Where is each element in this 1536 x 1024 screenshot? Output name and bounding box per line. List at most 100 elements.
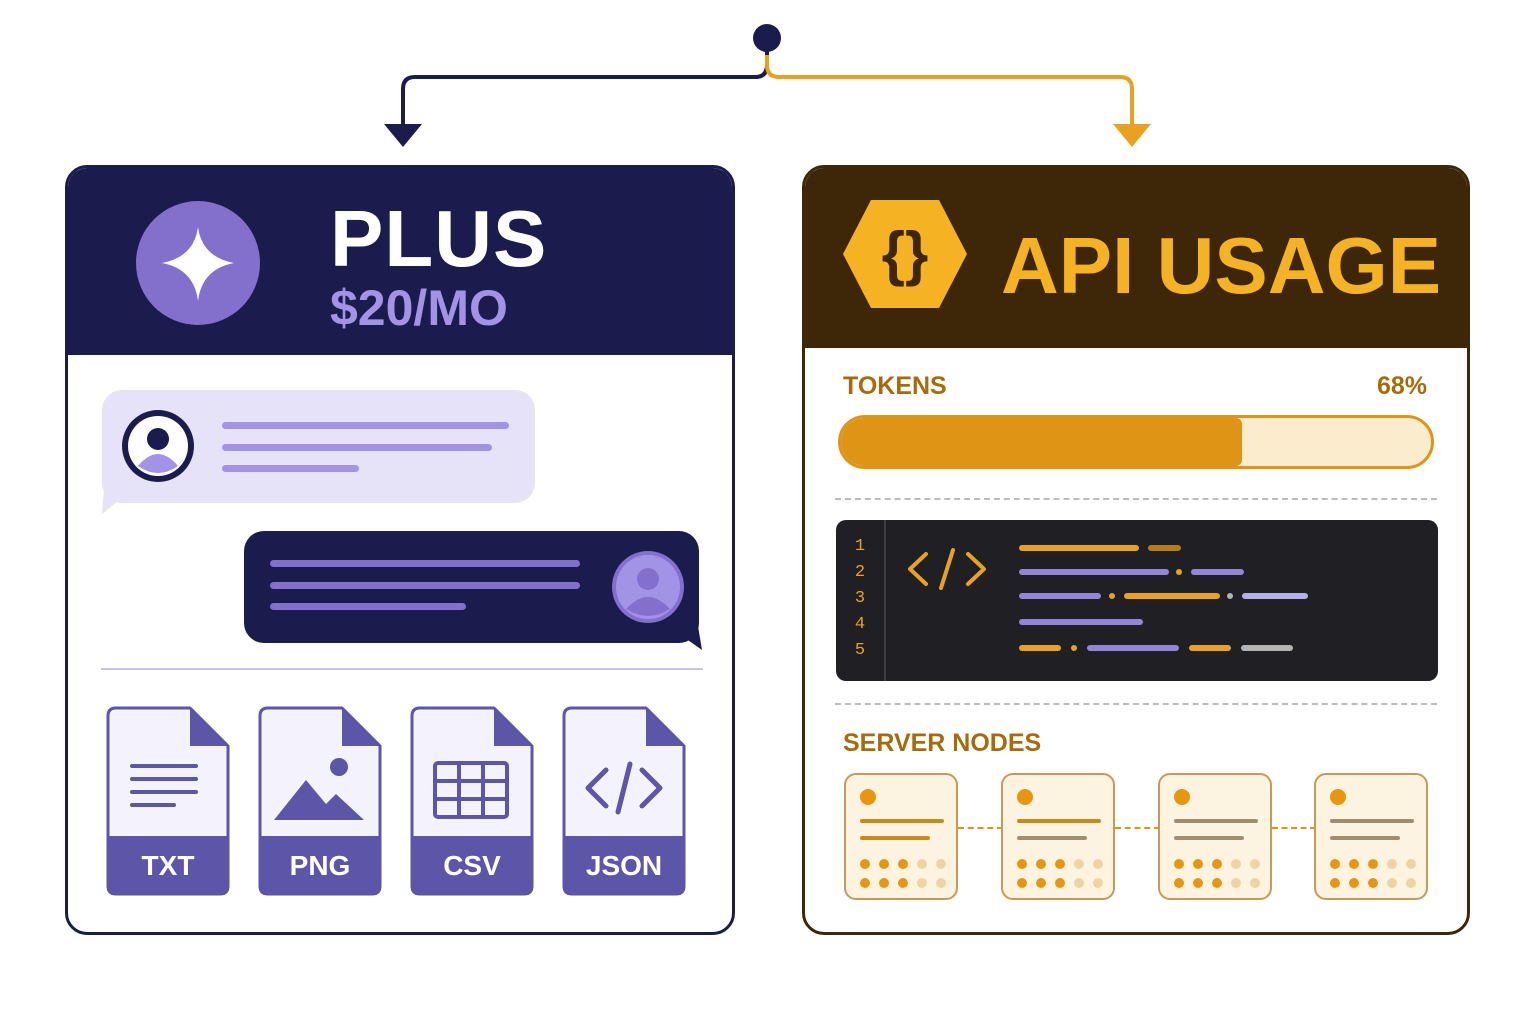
node-indicator-dot (1406, 859, 1416, 869)
plus-plan-card: PLUS $20/MO (65, 165, 735, 935)
node-indicator-dot (1074, 859, 1084, 869)
code-token (1176, 569, 1182, 575)
node-link (1115, 827, 1160, 829)
message-line (222, 422, 509, 429)
node-indicator-dot (1250, 859, 1260, 869)
node-indicator-dot (1055, 878, 1065, 888)
node-indicator-dot (1017, 878, 1027, 888)
node-indicator-dot (1231, 878, 1241, 888)
node-indicator-dot (1036, 878, 1046, 888)
node-indicator-dot (1349, 859, 1359, 869)
api-header: {} API USAGE (805, 168, 1467, 348)
server-node (1158, 773, 1272, 900)
node-indicator-dot (1250, 878, 1260, 888)
text-file-icon (106, 706, 230, 896)
node-line (1017, 819, 1101, 823)
image-file-icon (258, 706, 382, 896)
node-indicator-dot (898, 859, 908, 869)
node-indicator-dot (1093, 878, 1103, 888)
node-indicator-dot (1074, 878, 1084, 888)
message-line (270, 603, 466, 610)
sparkle-icon (162, 227, 234, 301)
node-indicator-dot (1387, 878, 1397, 888)
divider (101, 668, 703, 670)
node-indicator-dot (860, 878, 870, 888)
node-indicator-dot (1174, 878, 1184, 888)
node-indicator-dot (936, 878, 946, 888)
node-indicator-dot (1212, 878, 1222, 888)
root-node-dot (753, 24, 781, 52)
code-token (1241, 645, 1293, 651)
curly-braces-hexagon-icon: {} (843, 200, 967, 308)
plan-title: PLUS (330, 194, 548, 283)
node-indicator-dot (917, 859, 927, 869)
tokens-percent: 68% (1376, 372, 1427, 400)
code-token (1087, 645, 1179, 651)
node-line (1330, 836, 1400, 840)
left-arrow-icon (384, 124, 422, 147)
message-line (270, 582, 580, 589)
code-token (1191, 569, 1244, 575)
line-number: 5 (854, 641, 866, 660)
node-line (1174, 819, 1258, 823)
node-line (860, 819, 944, 823)
dashed-divider (835, 498, 1437, 500)
server-node (1001, 773, 1115, 900)
line-number: 2 (854, 563, 866, 582)
code-gutter (884, 520, 886, 681)
file-txt: TXT (106, 706, 230, 896)
code-token (1242, 593, 1308, 599)
node-indicator-dot (1193, 859, 1203, 869)
node-status-dot (1330, 789, 1346, 805)
code-token (1019, 545, 1139, 551)
node-indicator-dot (1055, 859, 1065, 869)
code-brackets-icon (908, 548, 986, 590)
code-token (1148, 545, 1181, 551)
code-token (1227, 593, 1233, 599)
left-connector-line (401, 40, 769, 128)
file-json: JSON (562, 706, 686, 896)
node-indicator-dot (1231, 859, 1241, 869)
chat-bubble-outgoing (244, 531, 699, 643)
message-line (222, 444, 492, 451)
tokens-progress-bar (838, 415, 1434, 469)
svg-text:{}: {} (882, 220, 929, 287)
file-label: TXT (141, 850, 195, 881)
code-token (1019, 645, 1061, 651)
tokens-label: TOKENS (843, 372, 947, 400)
message-line (270, 560, 580, 567)
node-indicator-dot (1349, 878, 1359, 888)
node-link (958, 827, 1003, 829)
node-indicator-dot (860, 859, 870, 869)
node-indicator-dot (1093, 859, 1103, 869)
api-title: API USAGE (1001, 221, 1442, 310)
node-status-dot (1174, 789, 1190, 805)
node-link (1272, 827, 1316, 829)
file-label: JSON (585, 850, 663, 881)
code-snippet: 1 2 3 4 5 (836, 520, 1438, 681)
user-icon (612, 551, 684, 623)
api-usage-card: {} API USAGE TOKENS 68% 1 2 3 4 5 (802, 165, 1470, 935)
user-icon (122, 410, 194, 482)
node-line (1174, 836, 1244, 840)
code-token (1124, 593, 1220, 599)
message-line (222, 465, 359, 472)
code-file-icon (562, 706, 686, 896)
node-indicator-dot (879, 859, 889, 869)
code-token (1019, 593, 1101, 599)
server-node (1314, 773, 1428, 900)
node-indicator-dot (917, 878, 927, 888)
server-nodes-label: SERVER NODES (843, 729, 1042, 757)
node-indicator-dot (1174, 859, 1184, 869)
line-number: 3 (854, 589, 866, 608)
dashed-divider (835, 703, 1437, 705)
node-indicator-dot (1017, 859, 1027, 869)
code-token (1071, 645, 1077, 651)
node-status-dot (860, 789, 876, 805)
code-token (1189, 645, 1231, 651)
node-indicator-dot (1387, 859, 1397, 869)
code-token (1109, 593, 1115, 599)
plus-header: PLUS $20/MO (68, 168, 732, 355)
node-indicator-dot (1330, 859, 1340, 869)
file-label: PNG (289, 850, 351, 881)
